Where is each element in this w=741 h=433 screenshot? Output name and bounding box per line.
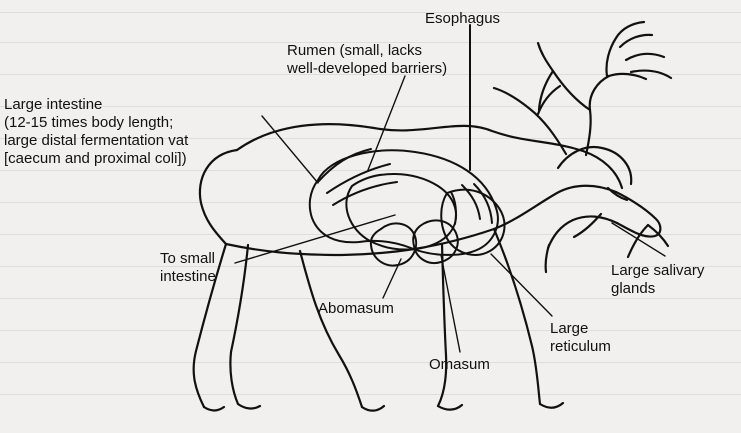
rumen-label: Rumen (small, lacks well-developed barri…: [287, 42, 447, 78]
rumen-organ: [346, 174, 456, 250]
large-salivary-glands-label: Large salivary glands: [611, 262, 704, 298]
large-intestine-label: Large intestine (12-15 times body length…: [4, 96, 188, 168]
salivary-pointer: [612, 223, 665, 256]
rumen-pointer: [368, 76, 405, 170]
omasum-label: Omasum: [429, 356, 490, 374]
to-small-intestine-label: To small intestine: [160, 250, 216, 286]
esophagus-label: Esophagus: [425, 10, 500, 28]
large-reticulum-label: Large reticulum: [550, 320, 611, 356]
abomasum-label: Abomasum: [318, 300, 394, 318]
